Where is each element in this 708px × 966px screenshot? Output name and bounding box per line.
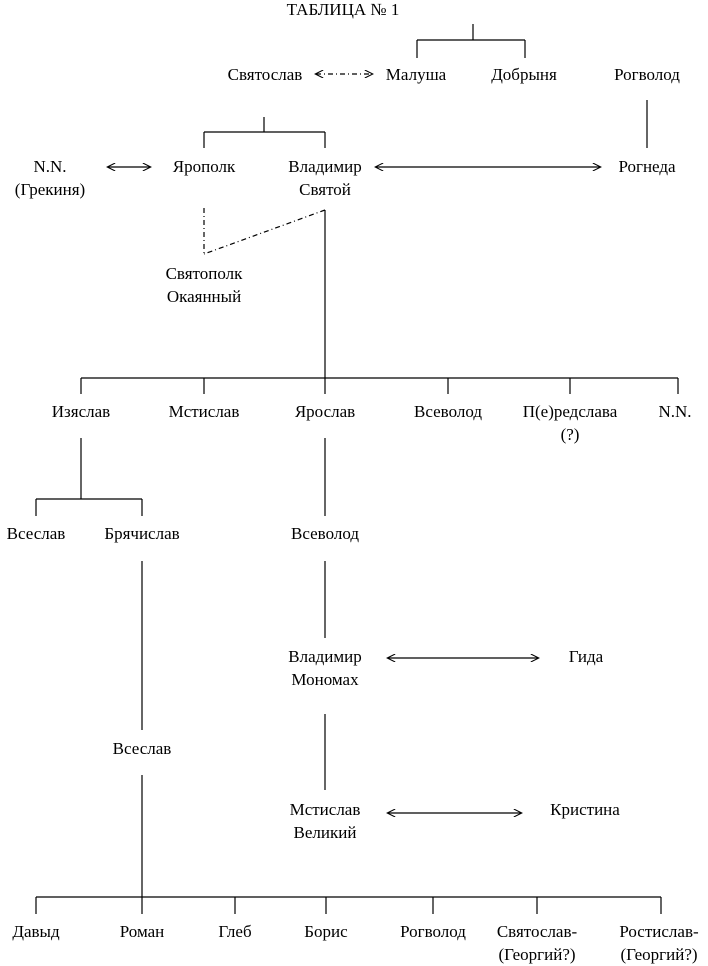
person-mstislav-great-line1: Мстислав (289, 800, 361, 819)
bracket-vseslav-sons (35, 896, 662, 914)
bracket-malusha-dobrynya (416, 24, 526, 58)
person-nn-grekinya: N.N. (Грекиня) (0, 155, 100, 201)
person-rostislav-georgiy-line2: (Георгий?) (620, 945, 698, 964)
person-vsevolod-grandson: Всеволод (291, 524, 359, 543)
person-vladimir-svyatoy-line2: Святой (299, 180, 351, 199)
person-davyd: Давыд (12, 922, 60, 941)
person-monomakh-line2: Мономах (291, 670, 359, 689)
person-rogvolod-elder: Рогволод (614, 65, 680, 84)
person-peredslava-line1: П(е)редслава (522, 402, 618, 421)
person-svyatopolk-line2: Окаянный (166, 287, 242, 306)
person-svyatoslav-georgiy-line2: (Георгий?) (498, 945, 576, 964)
person-kristina: Кристина (550, 800, 620, 819)
person-svyatoslav: Святослав (227, 65, 303, 84)
person-rogvolod-younger: Рогволод (400, 922, 466, 941)
bracket-izyaslav-sons (35, 498, 143, 516)
person-nn-grekinya-name: N.N. (33, 157, 67, 176)
person-monomakh-line1: Владимир (288, 647, 362, 666)
person-rostislav-georgiy: Ростислав- (Георгий?) (610, 920, 708, 966)
person-vseslav-elder: Всеслав (6, 524, 66, 543)
person-gida: Гида (568, 647, 604, 666)
person-rogneda: Рогнеда (618, 157, 676, 176)
table-title: ТАБЛИЦА № 1 (286, 0, 400, 19)
person-mstislav: Мстислав (168, 402, 240, 421)
person-peredslava-line2: (?) (560, 425, 580, 444)
person-svyatopolk: Святополк Окаянный (144, 262, 264, 308)
person-svyatoslav-georgiy: Святослав- (Георгий?) (482, 920, 592, 966)
person-svyatopolk-line1: Святополк (165, 264, 243, 283)
person-svyatoslav-georgiy-line1: Святослав- (496, 922, 578, 941)
person-nn-daughter: N.N. (658, 402, 692, 421)
person-peredslava: П(е)редслава (?) (505, 400, 635, 446)
person-yaropolk: Ярополк (172, 157, 236, 176)
bracket-yaropolk-vladimir (203, 117, 326, 148)
person-bryachislav: Брячислав (104, 524, 180, 543)
person-nn-grekinya-note: (Грекиня) (14, 180, 86, 199)
bracket-vladimir-sons (80, 377, 679, 394)
person-dobrynya: Добрыня (491, 65, 557, 84)
person-mstislav-great-line2: Великий (293, 823, 357, 842)
person-gleb: Глеб (218, 922, 252, 941)
person-mstislav-great: Мстислав Великий (270, 798, 380, 844)
person-vladimir-monomakh: Владимир Мономах (270, 645, 380, 691)
person-izyaslav: Изяслав (51, 402, 111, 421)
person-boris: Борис (304, 922, 348, 941)
person-roman: Роман (119, 922, 165, 941)
person-malusha: Малуша (385, 65, 447, 84)
person-yaroslav: Ярослав (294, 402, 356, 421)
person-vladimir-svyatoy: Владимир Святой (270, 155, 380, 201)
person-vsevolod-son: Всеволод (414, 402, 482, 421)
person-vseslav: Всеслав (112, 739, 172, 758)
line-vladimir-svyatopolk (203, 209, 326, 255)
person-rostislav-georgiy-line1: Ростислав- (619, 922, 699, 941)
person-vladimir-svyatoy-line1: Владимир (288, 157, 362, 176)
